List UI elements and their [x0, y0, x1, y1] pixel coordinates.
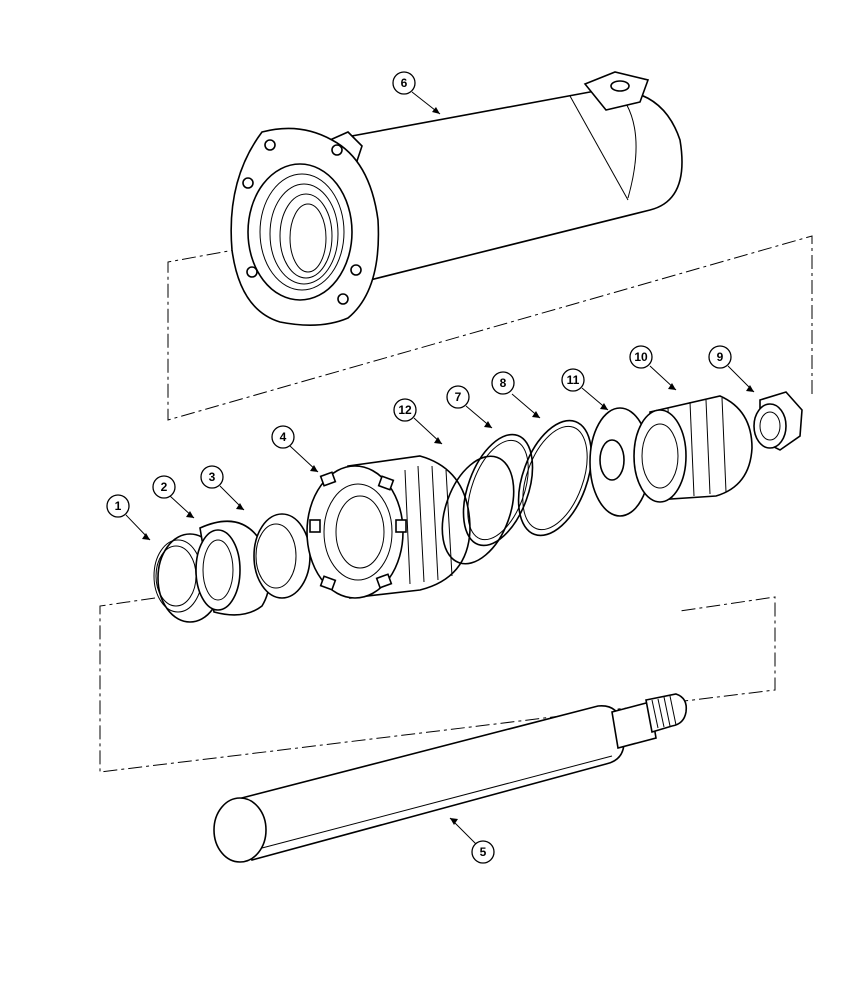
- callout-7: 7: [446, 385, 470, 409]
- callout-5: 5: [471, 840, 495, 864]
- callout-9: 9: [708, 345, 732, 369]
- callout-1-label: 1: [115, 499, 122, 513]
- callout-6: 6: [392, 71, 416, 95]
- callout-11: 11: [561, 368, 585, 392]
- part-9-nut: [753, 391, 803, 451]
- callout-3: 3: [200, 465, 224, 489]
- part-10-piston: [633, 395, 753, 503]
- callout-12: 12: [393, 398, 417, 422]
- part-5-rod: [213, 693, 688, 863]
- part-12-ring: [441, 455, 515, 565]
- callout-9-label: 9: [717, 350, 724, 364]
- leader-arrows: [125, 91, 755, 845]
- callout-1: 1: [106, 494, 130, 518]
- callout-6-label: 6: [401, 76, 408, 90]
- callout-5-label: 5: [480, 845, 487, 859]
- callout-8: 8: [491, 371, 515, 395]
- part-3-seal: [253, 513, 311, 599]
- callout-4: 4: [271, 425, 295, 449]
- part-8-ring: [517, 419, 593, 537]
- part-11-washer: [589, 407, 651, 517]
- callout-10-label: 10: [634, 350, 648, 364]
- callout-12-label: 12: [398, 403, 412, 417]
- callout-4-label: 4: [280, 430, 287, 444]
- part-2-bushing: [195, 520, 271, 616]
- cylinder-barrel: [230, 71, 683, 326]
- callout-11-label: 11: [567, 373, 580, 387]
- callout-2: 2: [152, 475, 176, 499]
- callout-2-label: 2: [161, 480, 168, 494]
- callout-7-label: 7: [455, 390, 462, 404]
- part-4-gland: [306, 455, 471, 599]
- callout-3-label: 3: [209, 470, 216, 484]
- callout-10: 10: [629, 345, 653, 369]
- callout-8-label: 8: [500, 376, 507, 390]
